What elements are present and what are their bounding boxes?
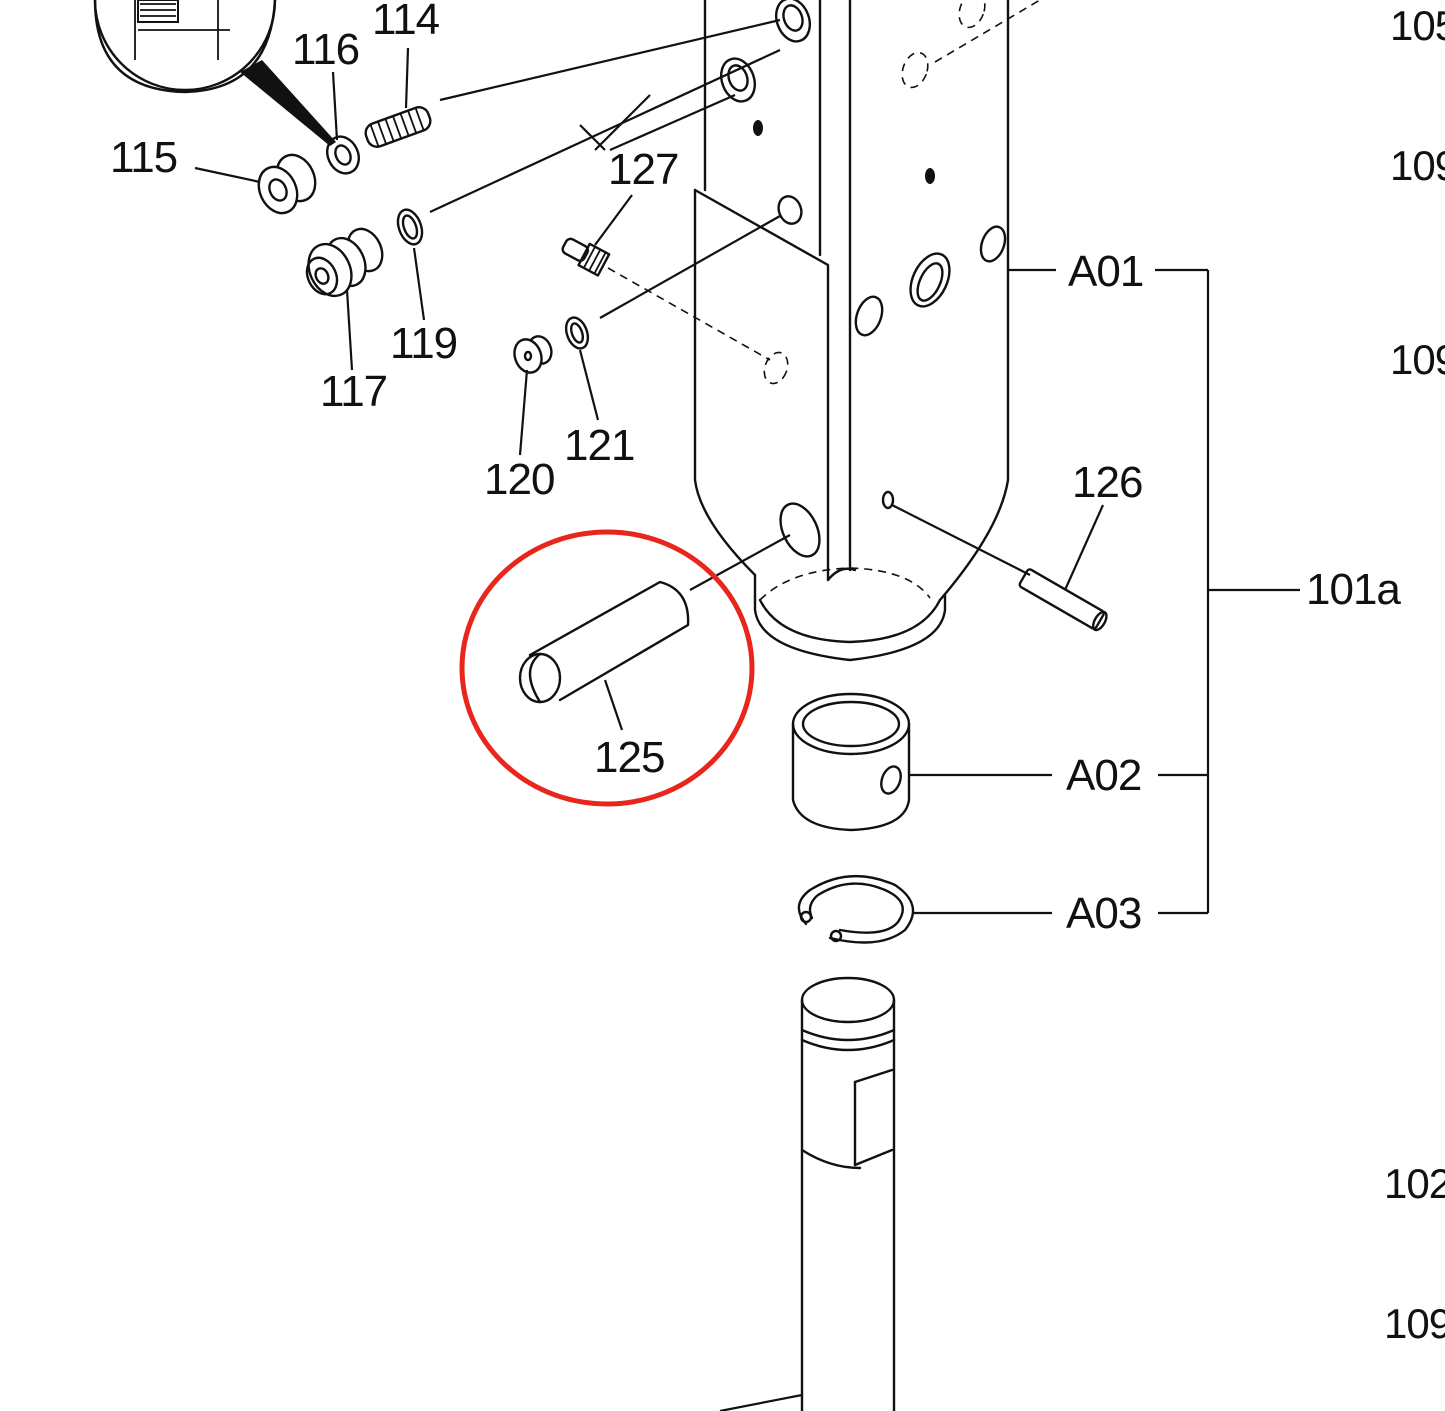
housing-body-a01 bbox=[693, 0, 1041, 662]
label-109-cropped-c: 109 bbox=[1384, 1300, 1445, 1347]
label-126: 126 bbox=[1072, 458, 1142, 507]
highlight-circle bbox=[459, 529, 755, 807]
label-117: 117 bbox=[320, 367, 387, 416]
label-119: 119 bbox=[390, 319, 457, 368]
shaft-102 bbox=[719, 976, 896, 1411]
label-114: 114 bbox=[372, 0, 440, 44]
part-125-pin bbox=[518, 580, 690, 704]
assembly-bracket bbox=[909, 268, 1300, 915]
label-a03: A03 bbox=[1066, 889, 1141, 938]
part-126-roll-pin bbox=[1018, 568, 1108, 632]
label-109-cropped-a: 109 bbox=[1390, 142, 1445, 189]
part-a03-snap-ring bbox=[797, 875, 915, 944]
label-116: 116 bbox=[292, 25, 359, 74]
part-127-nipple bbox=[561, 237, 611, 277]
label-leaders bbox=[194, 47, 1105, 731]
part-120-plug bbox=[513, 335, 553, 374]
part-115-nut bbox=[257, 153, 317, 215]
label-105-cropped: 105 bbox=[1390, 2, 1445, 49]
part-a02-collar bbox=[791, 692, 911, 832]
part-117-bolt bbox=[305, 227, 384, 298]
label-125: 125 bbox=[594, 733, 664, 782]
part-114-spring bbox=[364, 106, 432, 148]
label-a01: A01 bbox=[1068, 247, 1143, 296]
part-121-oring bbox=[564, 316, 590, 350]
label-121: 121 bbox=[564, 421, 634, 470]
label-127: 127 bbox=[608, 145, 678, 194]
label-120: 120 bbox=[484, 455, 554, 504]
label-109-cropped-b: 109 bbox=[1390, 336, 1445, 383]
detail-view-circle bbox=[93, 0, 336, 146]
label-101a: 101a bbox=[1306, 565, 1401, 614]
label-115: 115 bbox=[110, 133, 177, 182]
label-a02: A02 bbox=[1066, 751, 1141, 800]
part-119-oring bbox=[396, 208, 424, 246]
leader-lines-upper bbox=[429, 18, 1031, 591]
label-102-cropped: 102 bbox=[1384, 1160, 1445, 1207]
part-116-washer bbox=[326, 135, 360, 175]
